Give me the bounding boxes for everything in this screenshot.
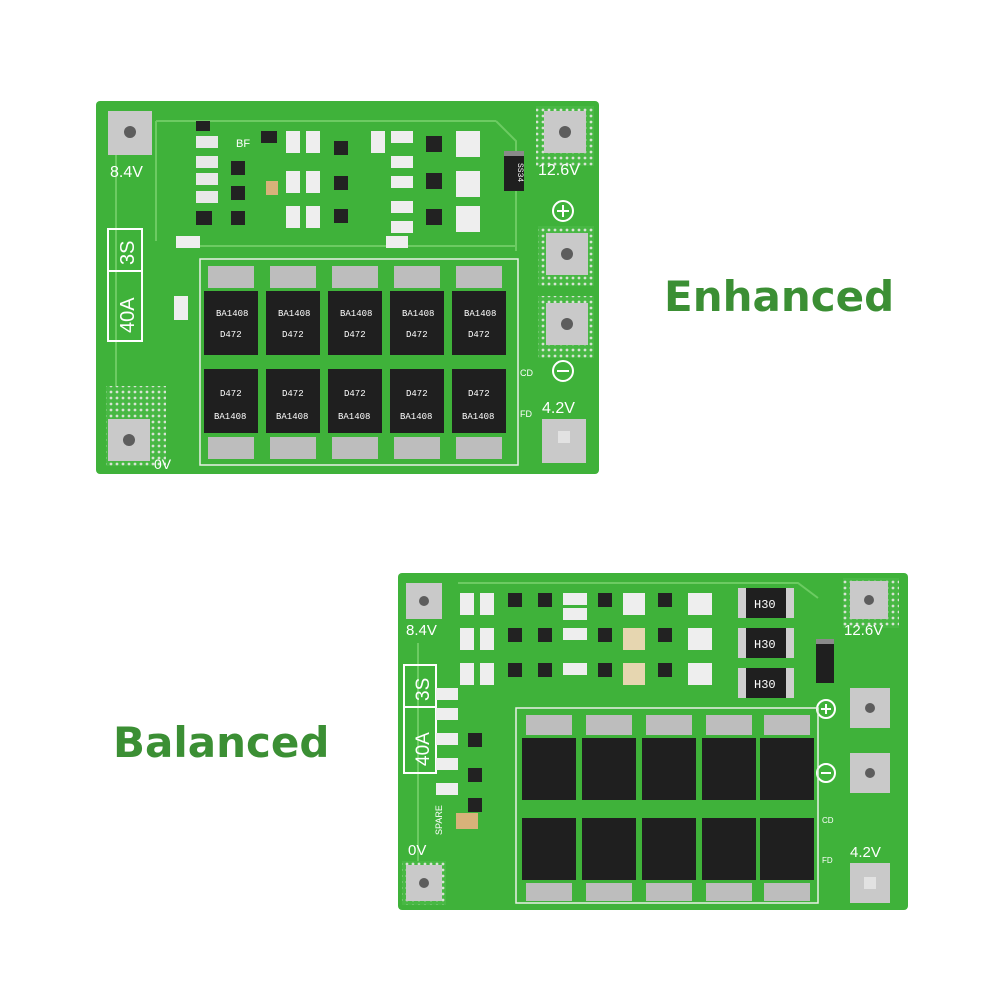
enhanced-bms-board: 8.4V 3S 40A 0V (96, 101, 599, 474)
label-8-4v: 8.4V (406, 622, 437, 639)
mosfet-code: BA1408 (338, 412, 370, 422)
mosfet-code: D472 (344, 389, 366, 399)
shunt-resistors: H30 H30 H30 (738, 588, 794, 698)
diode-code: SS34 (515, 163, 524, 182)
mosfet-code: BA1408 (214, 412, 246, 422)
label-0v: 0V (154, 456, 172, 472)
label-cd: CD (822, 816, 834, 825)
rating-current: 40A (413, 732, 434, 766)
label-cd: CD (520, 368, 533, 378)
resistor-code: H30 (754, 598, 776, 612)
pad-plus (546, 233, 588, 275)
mosfet-code: D472 (220, 330, 242, 340)
rating-cells: 3S (413, 678, 434, 701)
caption-balanced: Balanced (113, 718, 330, 767)
balanced-bms-board: 8.4V 3S 40A SPARE 0V (398, 573, 908, 910)
label-4-2v: 4.2V (850, 844, 881, 861)
pad-plus (850, 688, 890, 728)
pad-12-6v (850, 581, 888, 619)
pad-0v (108, 419, 150, 461)
mosfet-code: BA1408 (462, 412, 494, 422)
mosfet-array (515, 707, 819, 904)
mosfet-array: BA1408 D472 BA1408 D472 BA1408 D472 BA14… (199, 258, 519, 466)
diode-ss34: SS34 (504, 151, 524, 191)
pad-4-2v (850, 863, 890, 903)
minus-symbol (816, 763, 836, 783)
pad-4-2v (542, 419, 586, 463)
mosfet-code: BA1408 (402, 309, 434, 319)
pad-minus (850, 753, 890, 793)
pad-12-6v (544, 111, 586, 153)
mosfet-code: D472 (344, 330, 366, 340)
label-fd: FD (822, 856, 833, 865)
label-spare: SPARE (434, 805, 444, 835)
mosfet-code: D472 (468, 330, 490, 340)
mosfet-code: BA1408 (400, 412, 432, 422)
caption-enhanced: Enhanced (664, 272, 895, 321)
label-12-6v: 12.6V (844, 622, 883, 639)
mosfet-code: D472 (468, 389, 490, 399)
pad-minus (546, 303, 588, 345)
mosfet-code: D472 (406, 389, 428, 399)
mosfet-code: D472 (406, 330, 428, 340)
mosfet-code: BA1408 (276, 412, 308, 422)
plus-symbol (816, 699, 836, 719)
minus-symbol (552, 360, 574, 382)
mosfet-code: D472 (220, 389, 242, 399)
diode (816, 639, 834, 683)
rating-cells: 3S (117, 241, 139, 265)
mosfet-code: BA1408 (278, 309, 310, 319)
label-0v: 0V (408, 842, 426, 859)
label-fd: FD (520, 409, 532, 419)
label-8-4v: 8.4V (110, 164, 143, 181)
label-4-2v: 4.2V (542, 400, 575, 417)
label-12-6v: 12.6V (538, 162, 580, 179)
plus-symbol (552, 200, 574, 222)
mosfet-code: BA1408 (216, 309, 248, 319)
smd-components (174, 121, 480, 320)
mosfet-code: BA1408 (464, 309, 496, 319)
pad-8-4v (108, 111, 152, 155)
mosfet-code: D472 (282, 330, 304, 340)
smd-components (436, 593, 712, 829)
rating-label: 3S 40A (107, 228, 143, 342)
rating-current: 40A (117, 297, 139, 333)
mosfet-code: D472 (282, 389, 304, 399)
resistor-code: H30 (754, 638, 776, 652)
pad-8-4v (406, 583, 442, 619)
resistor-code: H30 (754, 678, 776, 692)
label-bf: BF (236, 138, 250, 150)
mosfet-code: BA1408 (340, 309, 372, 319)
pad-0v (406, 865, 442, 901)
